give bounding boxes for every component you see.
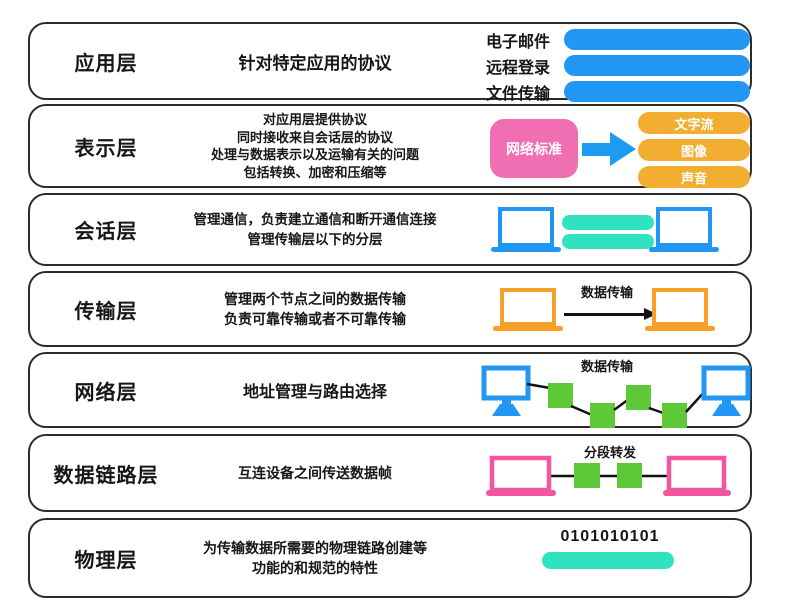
link-line	[570, 404, 593, 417]
description-line: 针对特定应用的协议	[238, 53, 392, 73]
description-line: 管理通信，负责建立通信和断开通信连接	[193, 211, 437, 227]
laptop-icon	[491, 207, 561, 252]
channel-bar-icon	[562, 234, 654, 249]
layer-session: 会话层 管理通信，负责建立通信和断开通信连接 管理传输层以下的分层	[28, 193, 752, 266]
right-arrow-icon	[610, 132, 636, 166]
layer-title: 传输层	[74, 300, 138, 323]
laptop-base	[645, 326, 715, 331]
laptop-icon	[663, 455, 731, 496]
layer-title: 表示层	[74, 137, 138, 160]
laptop-icon	[493, 288, 563, 331]
application-protocol-list: 电子邮件 远程登录 文件传输	[486, 29, 750, 103]
frame-node-icon	[574, 463, 600, 488]
layer-title: 数据链路层	[53, 464, 159, 487]
router-node-icon	[548, 383, 573, 408]
description-line: 负责可靠传输或者不可靠传输	[224, 311, 406, 327]
segment-forward-label: 分段转发	[583, 445, 636, 460]
monitor-icon	[701, 365, 751, 416]
laptop-base	[491, 247, 561, 252]
data-format-list: 文字流 图像 声音	[638, 112, 750, 188]
layer-title: 物理层	[74, 549, 138, 572]
network-routing-graphic	[481, 365, 751, 428]
datalink-frame-graphic	[486, 455, 731, 496]
layer-presentation: 表示层 对应用层提供协议 同时接收来自会话层的协议 处理与数据表示以及运输有关的…	[28, 104, 752, 188]
network-standard-box: 网络标准	[490, 119, 578, 178]
format-pill: 声音	[638, 166, 750, 188]
laptop-base	[493, 326, 563, 331]
protocol-bar-icon	[564, 81, 750, 102]
protocol-label: 电子邮件	[486, 33, 551, 51]
right-arrow-icon	[582, 143, 610, 156]
layer-datalink: 数据链路层 互连设备之间传送数据帧 分段转发	[28, 434, 752, 512]
monitor-icon	[481, 365, 531, 416]
description-line: 包括转换、加密和压缩等	[243, 164, 387, 180]
format-pill: 文字流	[638, 112, 750, 134]
protocol-bar-icon	[564, 55, 750, 76]
description-line: 管理传输层以下的分层	[247, 231, 383, 247]
layer-description: 管理通信，负责建立通信和断开通信连接 管理传输层以下的分层	[170, 195, 460, 264]
data-transfer-label: 数据传输	[580, 359, 633, 374]
router-node-icon	[662, 403, 687, 428]
description-line: 同时接收来自会话层的协议	[236, 129, 393, 145]
laptop-icon	[649, 207, 719, 252]
layer-description: 为传输数据所需要的物理链路创建等 功能的和规范的特性	[170, 520, 460, 596]
description-line: 互连设备之间传送数据帧	[238, 465, 392, 481]
laptop-base	[649, 247, 719, 252]
link-line	[526, 382, 551, 390]
layer-description: 地址管理与路由选择	[170, 354, 460, 426]
description-line: 处理与数据表示以及运输有关的问题	[210, 147, 419, 162]
layer-description: 互连设备之间传送数据帧	[170, 436, 460, 510]
layer-physical: 物理层 为传输数据所需要的物理链路创建等 功能的和规范的特性 010101010…	[28, 518, 752, 598]
protocol-label: 远程登录	[486, 59, 551, 77]
layer-application: 应用层 针对特定应用的协议 电子邮件 远程登录 文件传输	[28, 22, 752, 103]
data-transfer-label: 数据传输	[580, 285, 633, 300]
laptop-icon	[486, 455, 556, 496]
layer-network: 网络层 地址管理与路由选择 数据传输	[28, 352, 752, 428]
bitstream-label: 0101010101	[560, 528, 660, 545]
layer-description: 针对特定应用的协议	[170, 24, 460, 98]
router-node-icon	[626, 385, 651, 410]
layer-title: 会话层	[74, 221, 138, 243]
protocol-row: 电子邮件	[486, 29, 750, 51]
layer-description: 对应用层提供协议 同时接收来自会话层的协议 处理与数据表示以及运输有关的问题 包…	[170, 106, 460, 186]
description-line: 对应用层提供协议	[262, 112, 367, 127]
laptop-screen	[652, 288, 708, 326]
protocol-bar-icon	[564, 29, 750, 50]
layer-description: 管理两个节点之间的数据传输 负责可靠传输或者不可靠传输	[170, 273, 460, 345]
description-line: 为传输数据所需要的物理链路创建等	[203, 540, 427, 556]
laptop-screen	[498, 207, 554, 247]
channel-bar-icon	[562, 215, 654, 230]
laptop-icon	[645, 288, 715, 331]
layer-title: 应用层	[74, 52, 138, 75]
protocol-label: 文件传输	[486, 85, 551, 103]
session-channel-bars	[562, 215, 654, 249]
format-pill: 图像	[638, 139, 750, 161]
description-line: 地址管理与路由选择	[242, 384, 387, 401]
bitstream-bar-icon	[542, 552, 674, 569]
frame-node-icon	[617, 463, 642, 488]
description-line: 管理两个节点之间的数据传输	[224, 291, 406, 307]
protocol-row: 远程登录	[486, 55, 750, 77]
layer-title: 网络层	[74, 381, 138, 404]
protocol-row: 文件传输	[486, 81, 750, 103]
transfer-arrow-icon	[564, 313, 648, 316]
layer-transport: 传输层 管理两个节点之间的数据传输 负责可靠传输或者不可靠传输 数据传输	[28, 271, 752, 347]
description-line: 功能的和规范的特性	[252, 560, 378, 576]
laptop-screen	[500, 288, 556, 326]
router-node-icon	[590, 403, 615, 428]
laptop-screen	[656, 207, 712, 247]
